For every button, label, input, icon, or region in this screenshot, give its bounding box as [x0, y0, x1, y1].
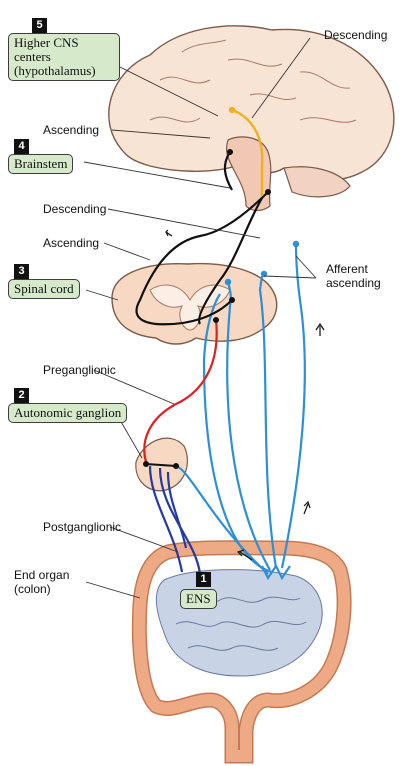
postganglionic-neurons [148, 465, 202, 575]
brain-folds [149, 39, 357, 123]
level-badge-1: 1 [196, 572, 211, 587]
hypothalamic-descending [231, 108, 264, 196]
higher-cns-line-2: centers [14, 49, 51, 64]
afferent-endings [224, 240, 300, 286]
afferent-line-2: ascending [326, 276, 381, 290]
label-box-brainstem: Brainstem [8, 154, 74, 174]
label-preganglionic: Preganglionic [43, 363, 116, 377]
preganglionic-neuron [143, 319, 218, 463]
afferent-pathways [175, 243, 306, 581]
ganglion-neurons [145, 463, 177, 467]
label-afferent-ascending: Afferent ascending [326, 262, 381, 290]
level-badge-3: 3 [14, 264, 29, 279]
cerebrum [108, 25, 395, 181]
higher-cns-line-3: (hypothalamus) [14, 63, 96, 78]
cns-pathways [135, 151, 269, 326]
label-box-higher-cns: Higher CNS centers (hypothalamus) [8, 33, 120, 81]
small-intestine [155, 569, 323, 677]
level-badge-2: 2 [14, 388, 29, 403]
end-organ-line-2: (colon) [14, 582, 51, 596]
brainstem-tissue [226, 136, 272, 212]
brain [108, 25, 395, 212]
leader-lines [83, 37, 317, 599]
spinal-cord-section [111, 262, 278, 345]
label-end-organ: End organ (colon) [14, 568, 69, 596]
label-ascending-brain: Ascending [43, 123, 100, 137]
label-box-spinal-cord: Spinal cord [8, 279, 80, 299]
label-ascending-cord: Ascending [43, 236, 100, 250]
label-box-ens: ENS [180, 589, 217, 609]
higher-cns-line-1: Higher CNS [14, 35, 79, 50]
end-organ-line-1: End organ [14, 568, 70, 582]
level-badge-4: 4 [14, 139, 29, 154]
cerebellum [283, 166, 351, 198]
direction-arrows [165, 229, 325, 561]
label-box-autonomic-ganglion: Autonomic ganglion [8, 403, 128, 423]
label-descending-top: Descending [324, 28, 388, 42]
label-descending-mid: Descending [43, 202, 107, 216]
level-badge-5: 5 [32, 18, 47, 33]
colon [131, 540, 352, 764]
afferent-line-1: Afferent [326, 262, 368, 276]
label-postganglionic: Postganglionic [43, 520, 122, 534]
